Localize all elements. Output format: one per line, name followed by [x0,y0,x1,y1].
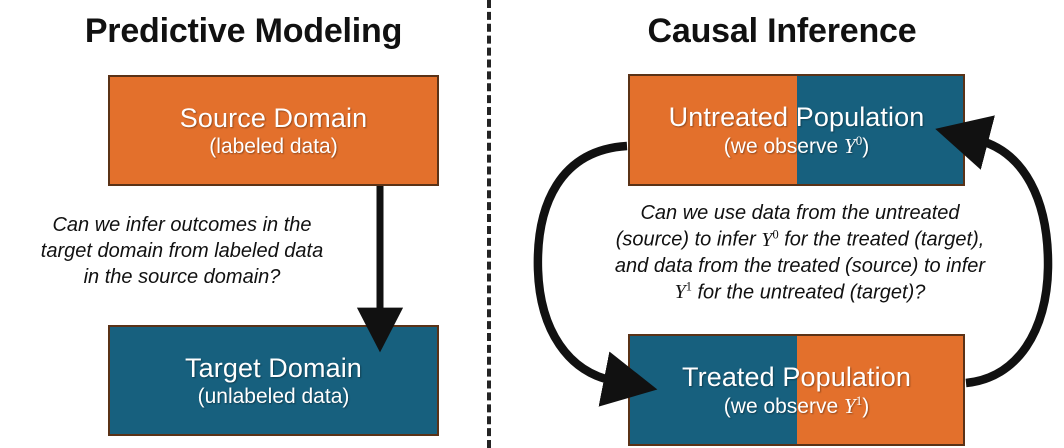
y-letter: Y [844,393,856,418]
y-superscript: 0 [855,132,863,148]
caption-line-2: target domain from labeled data [40,240,324,262]
box-half-right-orange [796,336,963,444]
y-letter: Y [674,281,686,304]
caption-line-1: Can we infer outcomes in the [52,214,312,236]
subtitle-prefix: (we observe [723,134,844,158]
caption-line-4-suffix: for the untreated (target)? [691,281,926,304]
caption-line-3: in the source domain? [83,266,281,288]
caption-causal-inference: Can we use data from the untreated (sour… [570,200,1030,305]
caption-line-1: Can we use data from the untreated [640,202,960,224]
box-treated-population-text: Treated Population (we observe Y1) [674,362,919,419]
caption-line-2-suffix: for the treated (target), [778,228,985,251]
subtitle-suffix: ) [862,134,870,158]
box-treated-population[interactable]: Treated Population (we observe Y1) [628,334,965,446]
y-superscript: 0 [772,227,779,241]
caption-line-4: Y1 for the untreated (target)? [570,279,1030,306]
panel-divider [487,0,491,448]
box-target-domain[interactable]: Target Domain (unlabeled data) [108,325,439,436]
box-untreated-population-text: Untreated Population (we observe Y0) [661,102,933,159]
box-source-domain[interactable]: Source Domain (labeled data) [108,75,439,186]
outcome-symbol-y1: Y1 [674,279,692,304]
y-letter: Y [844,133,856,158]
box-treated-halves [630,336,963,444]
box-untreated-population-title: Untreated Population [668,101,925,132]
outcome-symbol-y0: Y0 [844,132,863,158]
panel-title-causal-inference: Causal Inference [647,12,917,50]
box-untreated-population[interactable]: Untreated Population (we observe Y0) [628,74,965,186]
y-letter: Y [761,228,773,251]
caption-line-2-prefix: (source) to infer [615,228,762,251]
box-source-domain-subtitle: (labeled data) [209,134,338,158]
y-superscript: 1 [685,279,692,294]
box-untreated-population-subtitle: (we observe Y0) [669,132,925,159]
caption-line-2: (source) to infer Y0 for the treated (ta… [570,226,1030,253]
box-treated-population-subtitle: (we observe Y1) [682,392,911,419]
subtitle-suffix: ) [862,394,870,418]
caption-line-3: and data from the treated (source) to in… [614,254,986,277]
outcome-symbol-y1: Y1 [844,392,863,418]
panel-title-predictive-modeling: Predictive Modeling [84,12,403,50]
box-fill-orange [110,77,437,184]
box-target-domain-title: Target Domain [185,352,362,383]
box-treated-population-title: Treated Population [682,361,911,392]
box-half-left-blue [630,336,797,444]
caption-predictive-modeling: Can we infer outcomes in the target doma… [6,212,358,290]
box-half-left-orange [630,76,797,184]
outcome-symbol-y0: Y0 [761,227,779,251]
box-source-domain-title: Source Domain [179,102,368,133]
subtitle-prefix: (we observe [723,394,844,418]
y-superscript: 1 [855,392,863,408]
box-source-domain-text: Source Domain (labeled data) [172,103,375,159]
box-target-domain-subtitle: (unlabeled data) [197,384,350,408]
box-target-domain-text: Target Domain (unlabeled data) [177,353,370,409]
